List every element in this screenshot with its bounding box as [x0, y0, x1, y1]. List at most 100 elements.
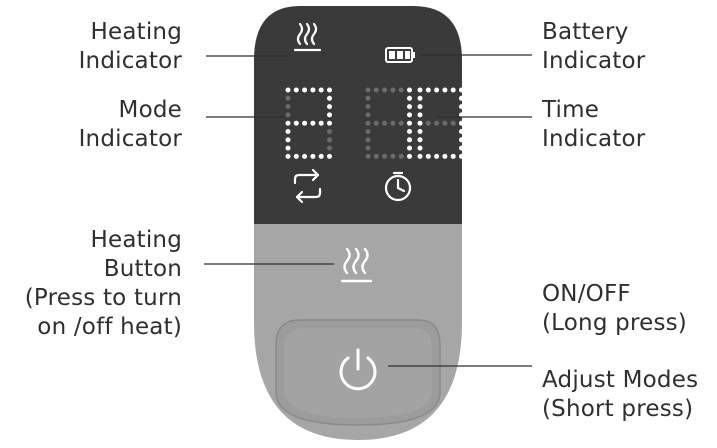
led-dot: [417, 104, 423, 110]
led-dot: [285, 112, 291, 118]
led-dot: [450, 153, 456, 159]
led-dot: [434, 120, 440, 126]
led-dot: [407, 95, 412, 101]
led-dot: [327, 129, 332, 134]
led-dot: [327, 95, 332, 101]
led-dot: [285, 95, 291, 101]
led-dot: [459, 120, 464, 126]
led-dot: [417, 112, 423, 118]
led-dot: [407, 112, 412, 118]
led-dot: [373, 87, 379, 93]
display-panel: [254, 6, 462, 224]
led-dot: [382, 120, 388, 126]
led-dot: [327, 112, 332, 118]
led-dot: [310, 87, 316, 93]
led-dot: [442, 120, 448, 126]
led-dot: [365, 129, 371, 134]
led-dot: [407, 137, 412, 143]
led-dot: [417, 129, 423, 134]
led-dot: [417, 87, 423, 93]
battery-icon: [385, 47, 415, 63]
led-dot: [327, 145, 332, 151]
led-dot: [285, 145, 291, 151]
led-dot: [459, 129, 464, 134]
led-dot: [318, 153, 324, 159]
led-dot: [318, 120, 324, 126]
led-dot: [302, 87, 308, 93]
power-button-inner: [284, 328, 432, 418]
led-dot: [365, 87, 371, 93]
led-dot: [327, 120, 332, 126]
led-dot: [425, 153, 431, 159]
led-dot: [310, 153, 316, 159]
power-icon[interactable]: [339, 348, 377, 391]
led-dot: [434, 87, 440, 93]
led-dot: [302, 120, 308, 126]
led-dot: [407, 129, 412, 134]
led-dot: [293, 153, 299, 159]
led-dot: [417, 137, 423, 143]
led-dot: [407, 87, 412, 93]
label-heating-indicator: Heating Indicator: [78, 19, 182, 74]
led-dot: [285, 137, 291, 143]
led-dot: [459, 153, 464, 159]
led-dot: [407, 104, 412, 110]
led-dot: [450, 87, 456, 93]
led-dot: [365, 137, 371, 143]
led-dot: [459, 145, 464, 151]
led-dot: [417, 95, 423, 101]
led-dot: [293, 120, 299, 126]
heat-waves-icon[interactable]: [340, 247, 373, 283]
led-dot: [285, 120, 291, 126]
label-heating-button: Heating Button (Press to turn on /off he…: [24, 227, 182, 340]
led-dot: [365, 120, 371, 126]
led-dot: [417, 145, 423, 151]
led-dot: [365, 112, 371, 118]
led-dot: [459, 112, 464, 118]
label-mode-indicator: Mode Indicator: [78, 97, 182, 152]
led-dot: [398, 120, 404, 126]
led-dot: [327, 104, 332, 110]
led-dot: [442, 87, 448, 93]
led-dot: [390, 120, 396, 126]
led-dot: [302, 153, 308, 159]
led-dot: [459, 137, 464, 143]
label-battery-indicator: Battery Indicator: [542, 19, 646, 74]
led-dot: [365, 104, 371, 110]
timer-icon: [384, 171, 412, 202]
led-dot: [407, 153, 412, 159]
led-dot: [442, 153, 448, 159]
led-dot: [327, 153, 332, 159]
led-dot: [327, 137, 332, 143]
led-dot: [459, 104, 464, 110]
led-dot: [373, 120, 379, 126]
led-dot: [425, 120, 431, 126]
led-dot: [310, 120, 316, 126]
led-dot: [365, 95, 371, 101]
label-adjust-modes: Adjust Modes (Short press): [542, 367, 699, 422]
heat-waves-icon: [293, 22, 322, 52]
label-on-off: ON/OFF (Long press): [542, 281, 687, 336]
led-dot: [417, 120, 423, 126]
led-dot: [365, 145, 371, 151]
led-dot: [285, 129, 291, 134]
cycle-arrows-icon: [293, 168, 322, 204]
led-dot: [327, 87, 332, 93]
led-dot: [382, 87, 388, 93]
label-time-indicator: Time Indicator: [542, 97, 646, 152]
led-dot: [425, 87, 431, 93]
mode-indicator-digit: [285, 87, 332, 159]
led-dot: [293, 87, 299, 93]
led-dot: [390, 153, 396, 159]
led-dot: [459, 95, 464, 101]
led-dot: [390, 87, 396, 93]
led-dot: [417, 153, 423, 159]
led-dot: [318, 87, 324, 93]
led-dot: [459, 87, 464, 93]
led-dot: [382, 153, 388, 159]
led-dot: [434, 153, 440, 159]
led-dot: [407, 120, 412, 126]
led-dot: [407, 145, 412, 151]
